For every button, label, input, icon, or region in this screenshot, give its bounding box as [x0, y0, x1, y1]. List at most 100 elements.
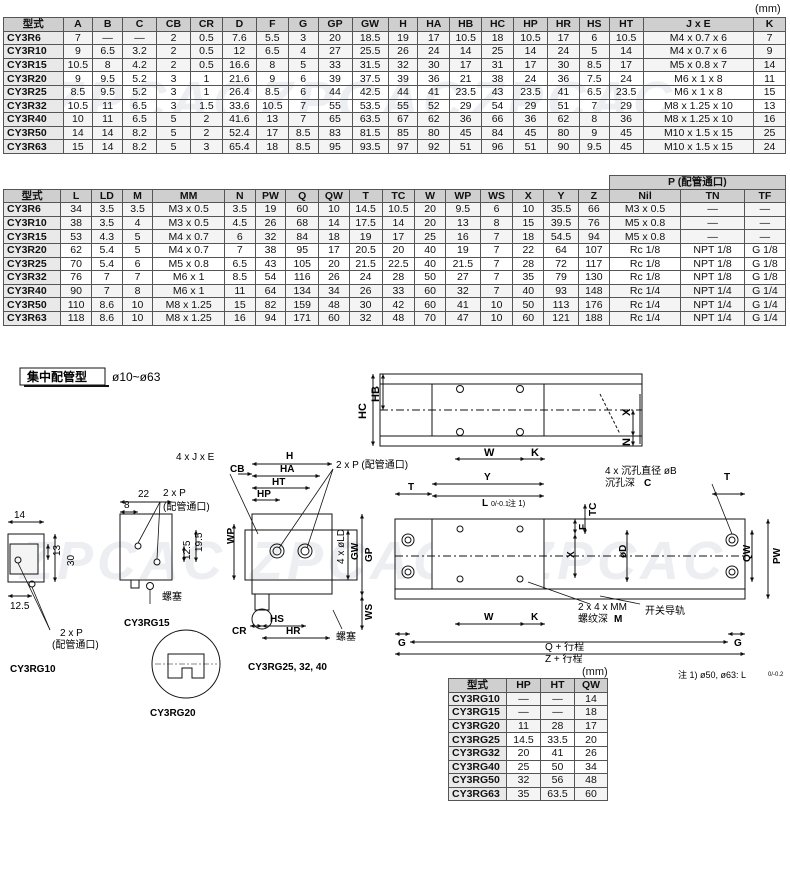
label-hp: HP	[257, 489, 271, 500]
section-title: 集中配管型 ø10~ø63	[19, 367, 161, 387]
table-cell: 45	[513, 125, 548, 141]
table-cell: 14	[92, 125, 123, 141]
counterbore-label: 4 x 沉孔直径 øB	[605, 464, 677, 477]
table-cell: —	[506, 705, 541, 720]
table-cell: 17	[574, 718, 608, 734]
table-cell: 3	[156, 84, 191, 100]
table-cell: 14	[574, 691, 608, 707]
table-cell: 25	[506, 759, 541, 775]
header-col: QW	[574, 678, 608, 693]
view-name-cy3rg25: CY3RG25, 32, 40	[248, 662, 327, 673]
port-label: 2 x P	[60, 628, 83, 639]
table-cell: 20	[317, 30, 353, 46]
table-cell: —	[743, 202, 787, 217]
table-cell: M5 x 0.8	[608, 229, 682, 244]
table-cell: 13	[255, 112, 289, 127]
table-cell: 7	[62, 30, 94, 46]
table-cell: 14.5	[348, 202, 383, 217]
header-col: J x E	[642, 17, 755, 32]
header-col: W	[414, 188, 446, 204]
table-cell: 52.4	[221, 125, 257, 141]
table-cell: 50	[540, 759, 575, 775]
table-cell: 85	[387, 125, 419, 141]
table-cell: 15	[512, 215, 545, 231]
footnote: 注 1) ø50, ø63: L	[678, 669, 746, 680]
header-col: N	[223, 188, 256, 204]
table-cell: 48	[381, 310, 416, 326]
label-t-right: T	[724, 472, 730, 483]
table-cell: 15	[753, 84, 786, 100]
counterbore-depth-label: 沉孔深	[605, 476, 635, 489]
table-cell: 23.5	[608, 84, 644, 100]
port-note: (配管通口)	[52, 638, 99, 651]
table-cell: NPT 1/8	[680, 270, 745, 285]
table-cell: 22	[512, 242, 545, 258]
table-cell: 10.5	[608, 30, 644, 46]
table-cell: 11	[223, 283, 256, 299]
header-col: B	[92, 17, 123, 32]
table-cell: 62	[547, 112, 580, 127]
dim-19-5: 19.5	[194, 532, 205, 552]
table-cell: 4	[287, 44, 319, 59]
table-cell: 53	[60, 229, 92, 244]
table-cell: 5	[156, 139, 191, 154]
table-cell: 19	[348, 229, 383, 244]
table-cell: 18	[574, 705, 608, 720]
table-cell: 45	[608, 125, 644, 141]
table-cell: 26	[574, 745, 608, 761]
table-cell: 36	[608, 112, 644, 127]
table-cell: 76	[60, 270, 92, 285]
header-col: D	[221, 17, 257, 32]
table-cell: 17	[547, 30, 580, 46]
table-cell: Rc 1/8	[608, 242, 682, 258]
table-cell: 65.4	[221, 139, 257, 154]
table-cell: 8.5	[62, 84, 94, 100]
table-cell: 26	[348, 283, 383, 299]
table-cell: 36	[547, 71, 580, 86]
label-hr: HR	[286, 626, 301, 637]
table-cell: 130	[577, 270, 610, 285]
table-cell: 17	[417, 30, 451, 46]
label-h: H	[286, 451, 293, 462]
table-cell: 8.6	[90, 310, 123, 326]
table-cell: 9	[62, 71, 94, 86]
table-cell: 7	[753, 30, 786, 46]
table-cell: M3 x 0.5	[608, 202, 682, 217]
table-cell: 10	[121, 297, 154, 312]
table-cell: 38	[481, 71, 514, 86]
header-col: Z	[577, 188, 610, 204]
header-col: T	[348, 188, 383, 204]
table-cell: 79	[543, 270, 579, 285]
table-cell: 17	[449, 57, 483, 73]
table-cell: 28	[540, 718, 575, 734]
header-col: HT	[540, 678, 575, 693]
label-w-front: W	[484, 612, 494, 623]
table-cell: 188	[577, 310, 610, 326]
table-cell: 4.2	[122, 57, 157, 73]
label-k-front: K	[531, 612, 539, 623]
header-col: CR	[190, 17, 223, 32]
table-cell: 44	[317, 84, 353, 100]
table-cell: 5.4	[90, 256, 123, 272]
table-cell: 20.5	[348, 242, 383, 258]
table-cell: 7	[90, 270, 123, 285]
table-cell: 68	[285, 215, 320, 231]
table-cell: 113	[543, 297, 579, 312]
table-cell: 21.5	[348, 256, 383, 272]
table-cell: 34	[318, 283, 350, 299]
table-cell: 2	[156, 44, 191, 59]
table-cell: 6.5	[92, 44, 123, 59]
table-cell: 3.2	[122, 44, 157, 59]
header-model: 型式	[3, 17, 64, 32]
table-cell: 7	[479, 242, 514, 258]
table-cell: 10	[479, 297, 514, 312]
table-cell: G 1/4	[743, 297, 787, 312]
table-cell: 7	[479, 229, 514, 244]
table-cell: 9.5	[92, 84, 123, 100]
table-cell: 19	[254, 202, 287, 217]
table-cell: —	[680, 229, 745, 244]
table-cell: 2	[190, 125, 223, 141]
table-cell: 30	[348, 297, 383, 312]
